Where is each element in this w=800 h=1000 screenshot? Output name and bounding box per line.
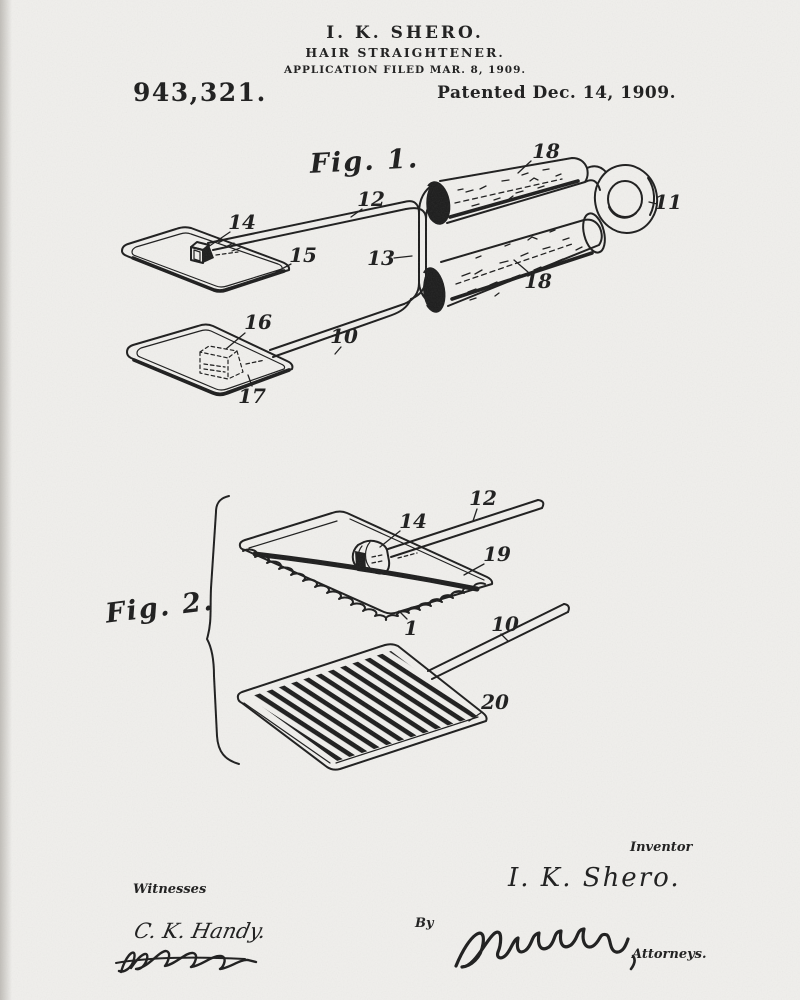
paper-left-edge-shadow xyxy=(0,0,12,1000)
